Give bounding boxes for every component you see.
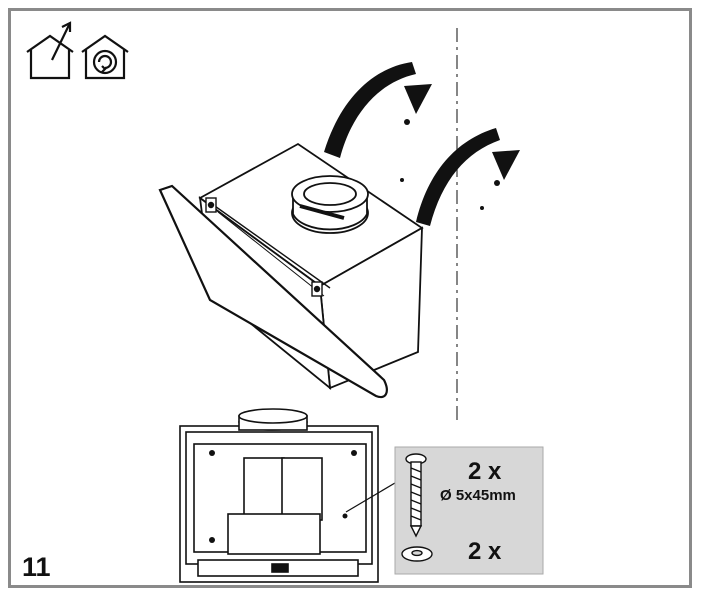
hood-detail-view — [179, 408, 379, 583]
screw-size: Ø 5x45mm — [440, 487, 516, 504]
instruction-frame — [8, 8, 692, 588]
mounting-brackets — [205, 197, 323, 297]
glass-panel — [158, 184, 388, 399]
washer-quantity: 2 x — [468, 538, 502, 565]
hang-arrow-left — [324, 62, 432, 158]
recirculation-mode-icon — [81, 34, 129, 80]
hang-arrow-right — [416, 128, 520, 226]
detail-screw-points — [209, 450, 357, 543]
leader-line — [345, 479, 401, 513]
washer-icon — [401, 546, 433, 562]
screw-icon — [405, 453, 427, 538]
step-number: 11 — [22, 552, 51, 582]
duct-collar — [291, 175, 369, 234]
wall-fixing-points — [400, 119, 500, 210]
screw-quantity: 2 x — [468, 458, 502, 485]
ducted-mode-icon — [26, 21, 74, 80]
